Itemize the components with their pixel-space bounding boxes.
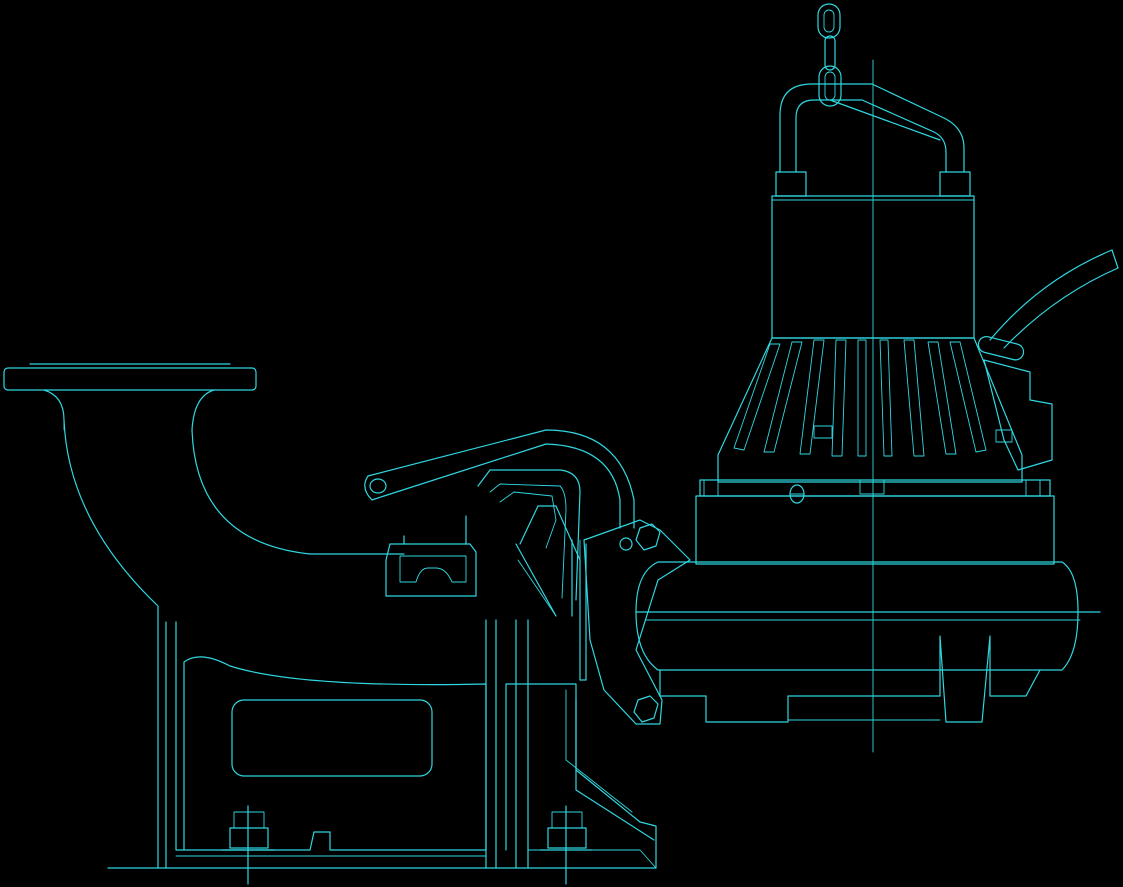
chain-link-top-inner <box>823 9 835 33</box>
chain-link-top <box>817 3 841 39</box>
guide-bracket <box>364 429 691 725</box>
cooling-fin-housing <box>717 337 1023 483</box>
cable-end <box>1111 249 1119 269</box>
stator-body <box>695 495 1055 565</box>
handle-left-leg-inner <box>795 99 947 173</box>
claw-seat <box>499 491 557 549</box>
flange-bolt-left <box>703 479 719 497</box>
anchor-bolt-left <box>221 805 275 885</box>
chain-link-bottom-inner <box>824 71 836 101</box>
fin-housing-outline <box>717 337 1023 483</box>
lifting-chain <box>817 3 842 107</box>
handle-crossbar <box>829 99 941 141</box>
bracket-plate <box>583 519 691 725</box>
baseplate-profile <box>175 831 487 851</box>
pedestal-slope-inner <box>565 689 633 813</box>
fin-boss <box>995 429 1013 443</box>
cable-lower <box>1003 267 1119 349</box>
guide-rail <box>515 505 587 681</box>
lifting-handle <box>779 83 965 173</box>
guide-claw-outer <box>367 429 635 529</box>
handle-left-leg-outer <box>779 83 965 173</box>
cooling-fin <box>903 339 925 457</box>
cooling-fin <box>879 339 893 457</box>
bolt-nut-upper <box>233 811 265 829</box>
discharge-elbow <box>3 363 405 623</box>
guide-claw-tip <box>364 475 385 501</box>
cooling-fin <box>857 339 867 457</box>
pedestal-inlet-saddle <box>385 543 477 597</box>
flange-lug <box>859 479 885 495</box>
rail-left <box>515 543 557 617</box>
saddle-inner <box>399 555 467 583</box>
claw-hook-outer <box>477 469 581 601</box>
cooling-fin <box>831 339 847 457</box>
fin-boss <box>813 425 833 439</box>
casing-base <box>659 635 1041 723</box>
chain-link-bottom <box>818 65 842 107</box>
bracket-nut-top <box>635 523 661 551</box>
guide-claw-hole <box>369 478 387 494</box>
bracket-nut-bottom <box>633 695 659 723</box>
anchor-bolt-right <box>539 805 593 885</box>
bolt-nut-upper <box>551 811 583 829</box>
bolt-nut-lower <box>229 827 269 849</box>
handle-socket-left <box>775 171 807 197</box>
cooling-fin <box>733 343 781 451</box>
elbow-inner-wall <box>191 389 405 555</box>
pedestal-slope <box>575 699 657 869</box>
bracket-hole <box>619 537 633 551</box>
cable-upper <box>989 249 1113 341</box>
pedestal-body-outline <box>183 656 487 851</box>
flange-bolt-right <box>1025 479 1041 497</box>
casing-lower-step <box>787 695 941 721</box>
power-cable <box>977 249 1119 471</box>
guide-claw-inner <box>383 443 621 529</box>
cooling-fin <box>949 341 987 453</box>
chain-link-middle <box>824 35 836 71</box>
motor-flange <box>695 479 1055 565</box>
pump-volute <box>635 561 1101 723</box>
handle-socket-right <box>939 171 971 197</box>
cooling-fin <box>927 341 957 455</box>
cable-gland <box>977 336 1025 361</box>
cooling-fin <box>763 341 803 453</box>
cooling-fin <box>799 339 825 455</box>
rail-diagonal <box>517 559 557 617</box>
top-flange <box>3 367 257 391</box>
pedestal-window <box>231 699 433 777</box>
baseplate-profile-right <box>527 849 657 869</box>
duckfoot-pedestal <box>157 515 657 869</box>
volute-outline <box>635 561 1079 671</box>
cable-entry-box <box>983 359 1053 471</box>
bolt-nut-lower <box>547 827 587 849</box>
claw-hook-inner <box>489 483 567 599</box>
pedestal-right-body <box>505 683 655 851</box>
elbow-outer-wall <box>43 389 159 623</box>
